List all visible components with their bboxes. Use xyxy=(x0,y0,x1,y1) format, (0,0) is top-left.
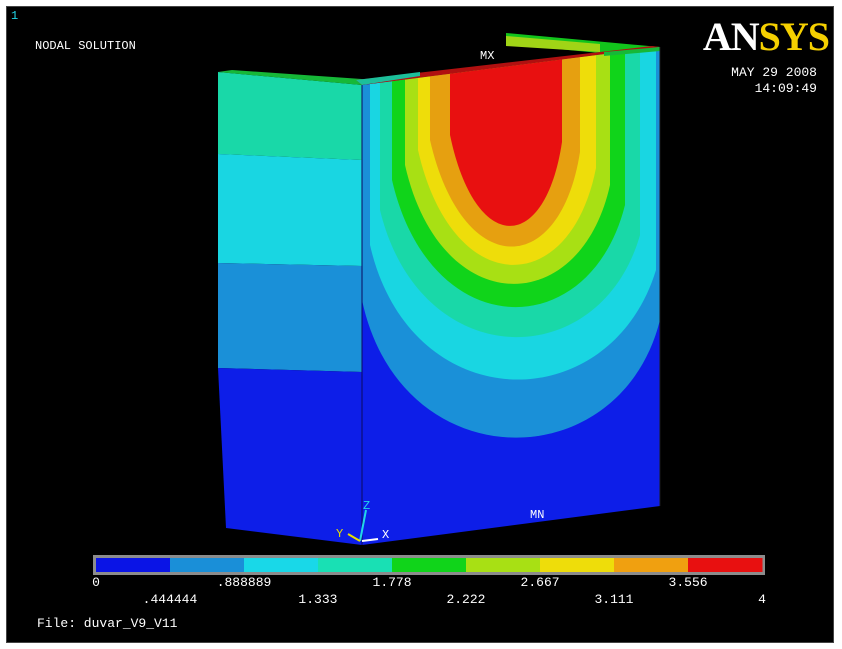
triad-y-label: Y xyxy=(336,527,343,541)
front-top-edge xyxy=(356,46,660,85)
legend-swatch xyxy=(688,558,763,572)
legend-label: .888889 xyxy=(216,575,272,590)
legend-swatch xyxy=(540,558,615,572)
plot-date: MAY 29 2008 xyxy=(731,65,817,80)
legend-label: 2.667 xyxy=(520,575,560,590)
triad-z-label: Z xyxy=(363,499,370,513)
plot-title: NODAL SOLUTION xyxy=(35,39,136,53)
legend-label: 3.111 xyxy=(594,592,634,607)
contour-legend xyxy=(93,555,765,575)
window-number: 1 xyxy=(11,9,19,23)
plot-time: 14:09:49 xyxy=(754,81,817,96)
legend-swatch xyxy=(466,558,541,572)
max-marker: MX xyxy=(480,49,494,63)
legend-swatch xyxy=(614,558,689,572)
legend-label: 0 xyxy=(92,575,100,590)
legend-swatch xyxy=(244,558,319,572)
back-flange-top-inner xyxy=(506,36,600,52)
legend-label: 3.556 xyxy=(668,575,708,590)
legend-swatch xyxy=(318,558,393,572)
front-wall xyxy=(362,47,660,545)
legend-label: 2.222 xyxy=(446,592,486,607)
coordinate-triad: Z Y X xyxy=(336,499,389,542)
legend-swatch xyxy=(392,558,467,572)
legend-label: 1.778 xyxy=(372,575,412,590)
legend-swatch xyxy=(170,558,245,572)
left-wall xyxy=(218,70,376,545)
legend-label: .444444 xyxy=(142,592,198,607)
legend-label: 1.333 xyxy=(298,592,338,607)
legend-swatch xyxy=(96,558,171,572)
legend-label: 4 xyxy=(758,592,766,607)
min-marker: MN xyxy=(530,508,544,522)
triad-x-label: X xyxy=(382,528,389,542)
ansys-logo: ANSYS xyxy=(702,14,830,59)
file-label: File: duvar_V9_V11 xyxy=(37,616,178,631)
